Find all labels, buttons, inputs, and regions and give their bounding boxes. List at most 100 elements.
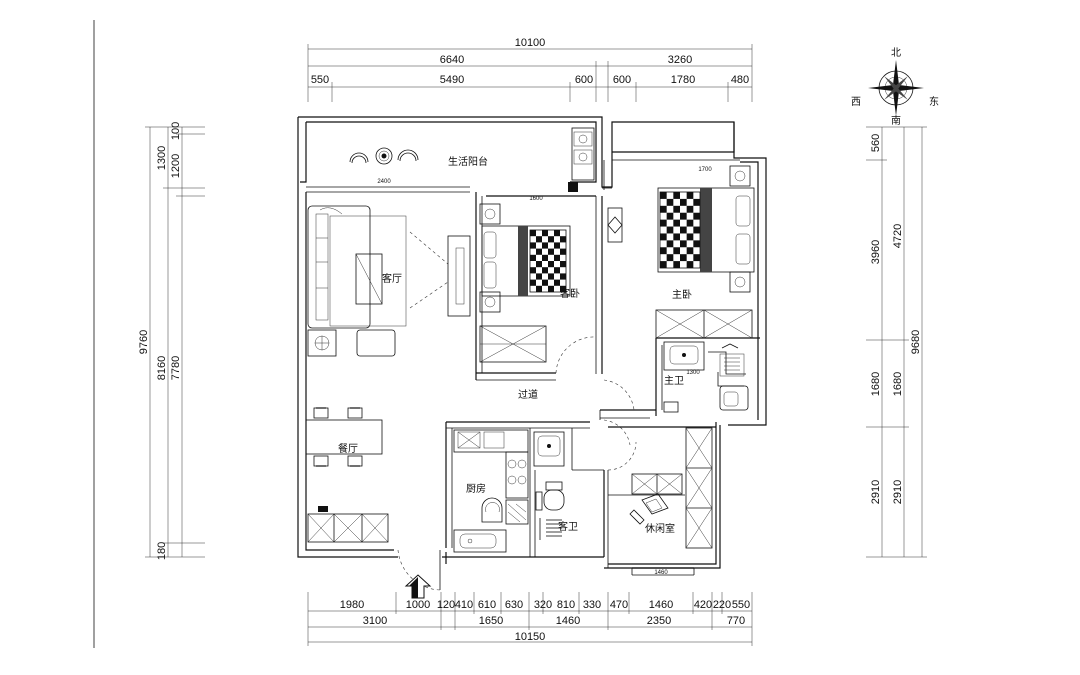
bedspread-tile — [542, 279, 548, 286]
dim-left-col1: 180 — [156, 542, 168, 560]
bedspread-tile — [686, 233, 694, 241]
dim-left-col2: 1200 — [170, 154, 182, 178]
bedspread-tile — [536, 285, 542, 292]
bedspread-tile — [660, 247, 667, 255]
bedspread-tile — [686, 261, 694, 268]
dim-bottom-seg: 610 — [478, 599, 496, 611]
entrance-arrow-icon — [404, 574, 432, 599]
dim-bottom-row2: 1650 — [479, 615, 503, 627]
bedspread-tile — [548, 236, 554, 243]
dim-right-col1: 1680 — [870, 372, 882, 396]
dim-right-col2: 4720 — [892, 224, 904, 248]
bedspread-tile — [666, 240, 674, 248]
dim-top-seg: 480 — [731, 74, 749, 86]
dim-bottom-seg: 550 — [732, 599, 750, 611]
bedspread-tile — [660, 192, 667, 199]
bedspread-tile — [542, 230, 548, 237]
dim-bottom-seg: 470 — [610, 599, 628, 611]
bedspread-tile — [666, 226, 674, 234]
dim-right-col1: 2910 — [870, 480, 882, 504]
bedspread-tile — [680, 212, 687, 220]
dim-top-seg: 1780 — [671, 74, 695, 86]
bedspread-tile — [554, 279, 560, 286]
dim-bottom-seg: 420 — [694, 599, 712, 611]
bedspread-tile — [666, 212, 674, 220]
dim-bottom-seg: 810 — [557, 599, 575, 611]
dim-bottom-seg: 1460 — [649, 599, 673, 611]
bedspread-tile — [693, 226, 700, 234]
room-label-kitchen: 厨房 — [466, 482, 486, 495]
room-label-balcony: 生活阳台 — [448, 155, 488, 168]
bedspread-tile — [554, 242, 560, 249]
dim-right-col2: 1680 — [892, 372, 904, 396]
bottom-dimensions: 1980 1000 120 410 610 630 320 810 330 47… — [307, 592, 753, 646]
bedspread-tile — [560, 285, 566, 292]
room-label-corridor: 过道 — [518, 388, 538, 401]
bedspread-tile — [536, 236, 542, 243]
bedspread-tile — [673, 219, 680, 227]
bedspread-tile — [548, 248, 554, 255]
bedspread-tile — [693, 198, 700, 206]
bedspread-tile — [680, 254, 687, 262]
bedspread-tile — [686, 247, 694, 255]
bedspread-tile — [536, 261, 542, 268]
bedspread-tile — [673, 205, 680, 213]
bedspread-tile — [693, 240, 700, 248]
dim-leisure-width: 1460 — [654, 570, 668, 576]
room-label-master-bath: 主卫 — [664, 375, 684, 387]
bedspread-tile — [560, 248, 566, 255]
bedspread-tile — [536, 273, 542, 280]
dim-bottom-seg: 330 — [583, 599, 601, 611]
bedspread-tile — [673, 247, 680, 255]
compass-south-label: 南 — [891, 114, 901, 127]
left-dimensions: 9760 1300 8160 180 100 1200 7780 — [138, 122, 205, 560]
dim-master-bath-width: 1300 — [686, 370, 700, 376]
bedspread-tile — [530, 254, 536, 261]
dim-bottom-seg: 220 — [713, 599, 731, 611]
living-room-furniture — [307, 205, 471, 357]
dim-left-col2: 100 — [170, 122, 182, 140]
room-label-leisure: 休闲室 — [645, 522, 675, 535]
bedspread-tile — [673, 192, 680, 199]
dim-top-seg: 550 — [311, 74, 329, 86]
bedspread-tile — [560, 273, 566, 280]
master-bedroom-furniture: 1700 — [607, 165, 755, 339]
bedspread-tile — [660, 219, 667, 227]
dim-top-seg: 600 — [575, 74, 593, 86]
dim-top-seg: 5490 — [440, 74, 464, 86]
bedspread-tile — [686, 205, 694, 213]
master-bath-fixtures: 1300 — [663, 341, 749, 413]
bedspread-tile — [660, 233, 667, 241]
bedspread-tile — [530, 242, 536, 249]
room-label-dining: 餐厅 — [338, 442, 358, 455]
bedspread-tile — [554, 267, 560, 274]
bedspread-tile — [530, 230, 536, 237]
bedspread-tile — [542, 242, 548, 249]
dim-bottom-seg: 1980 — [340, 599, 364, 611]
bedspread-tile — [560, 261, 566, 268]
compass-north-label: 北 — [891, 47, 901, 59]
dim-top-seg: 600 — [613, 74, 631, 86]
bedspread-tile — [536, 248, 542, 255]
bedspread-tile — [560, 236, 566, 243]
right-dimensions: 560 3960 1680 2910 4720 1680 2910 9680 — [866, 126, 927, 558]
top-dimensions: 10100 6640 3260 550 5490 600 600 1780 48… — [307, 37, 753, 102]
compass-rose-icon — [868, 60, 924, 116]
doors — [397, 336, 637, 591]
bedspread-tile — [554, 230, 560, 237]
leisure-room-furniture: 1460 — [629, 427, 713, 576]
kitchen-fixtures — [453, 429, 529, 553]
dim-bottom-row2: 1460 — [556, 615, 580, 627]
bedspread-tile — [548, 285, 554, 292]
room-label-guest-bath: 客卫 — [558, 520, 578, 533]
bedspread-tile — [673, 261, 680, 268]
dim-bottom-seg: 410 — [455, 599, 473, 611]
bedspread-tile — [686, 192, 694, 199]
room-label-guest-bedroom: 客卧 — [560, 287, 580, 300]
dim-left-overall: 9760 — [138, 330, 150, 354]
guest-bedroom-furniture: 1600 — [479, 196, 571, 363]
dim-bottom-row2: 3100 — [363, 615, 387, 627]
room-label-living: 客厅 — [382, 272, 402, 285]
dim-balcony-width: 2400 — [377, 179, 391, 185]
